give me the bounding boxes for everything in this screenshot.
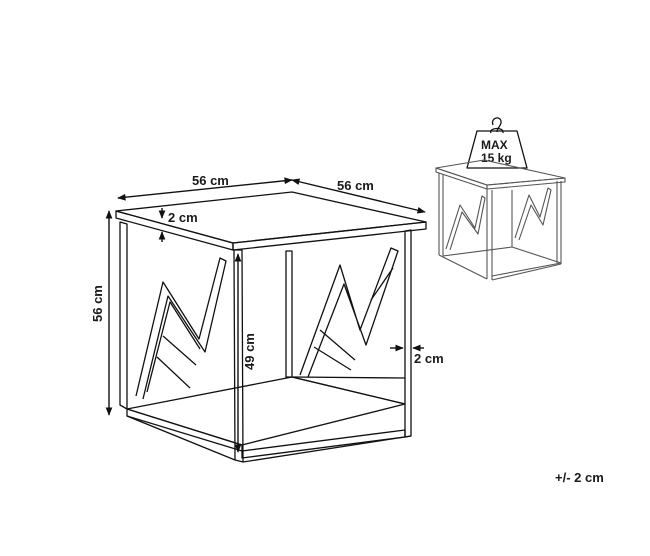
dimension-frame-thickness: 2 cm	[390, 344, 444, 366]
dimension-height: 56 cm	[90, 210, 113, 416]
top-thickness-label: 2 cm	[168, 210, 198, 225]
height-label: 56 cm	[90, 285, 105, 322]
tolerance-note: +/- 2 cm	[555, 470, 604, 485]
small-table-drawing	[435, 159, 566, 281]
dimension-width: 56 cm	[117, 173, 293, 201]
right-side-zigzag	[299, 247, 399, 378]
load-capacity-diagram: MAX 15 kg	[435, 117, 566, 281]
weight-icon: MAX 15 kg	[466, 117, 528, 169]
dimension-inner-height: 49 cm	[234, 253, 257, 453]
dimension-top-thickness: 2 cm	[158, 208, 198, 242]
width-label: 56 cm	[192, 173, 229, 188]
depth-label: 56 cm	[337, 178, 374, 193]
bottom-shelf	[126, 376, 412, 463]
inner-height-label: 49 cm	[242, 333, 257, 370]
dimension-depth: 56 cm	[291, 178, 426, 214]
left-side-zigzag	[135, 257, 227, 400]
load-max-label: MAX	[481, 138, 508, 152]
side-table-main-drawing	[115, 191, 427, 463]
frame-thickness-label: 2 cm	[414, 351, 444, 366]
